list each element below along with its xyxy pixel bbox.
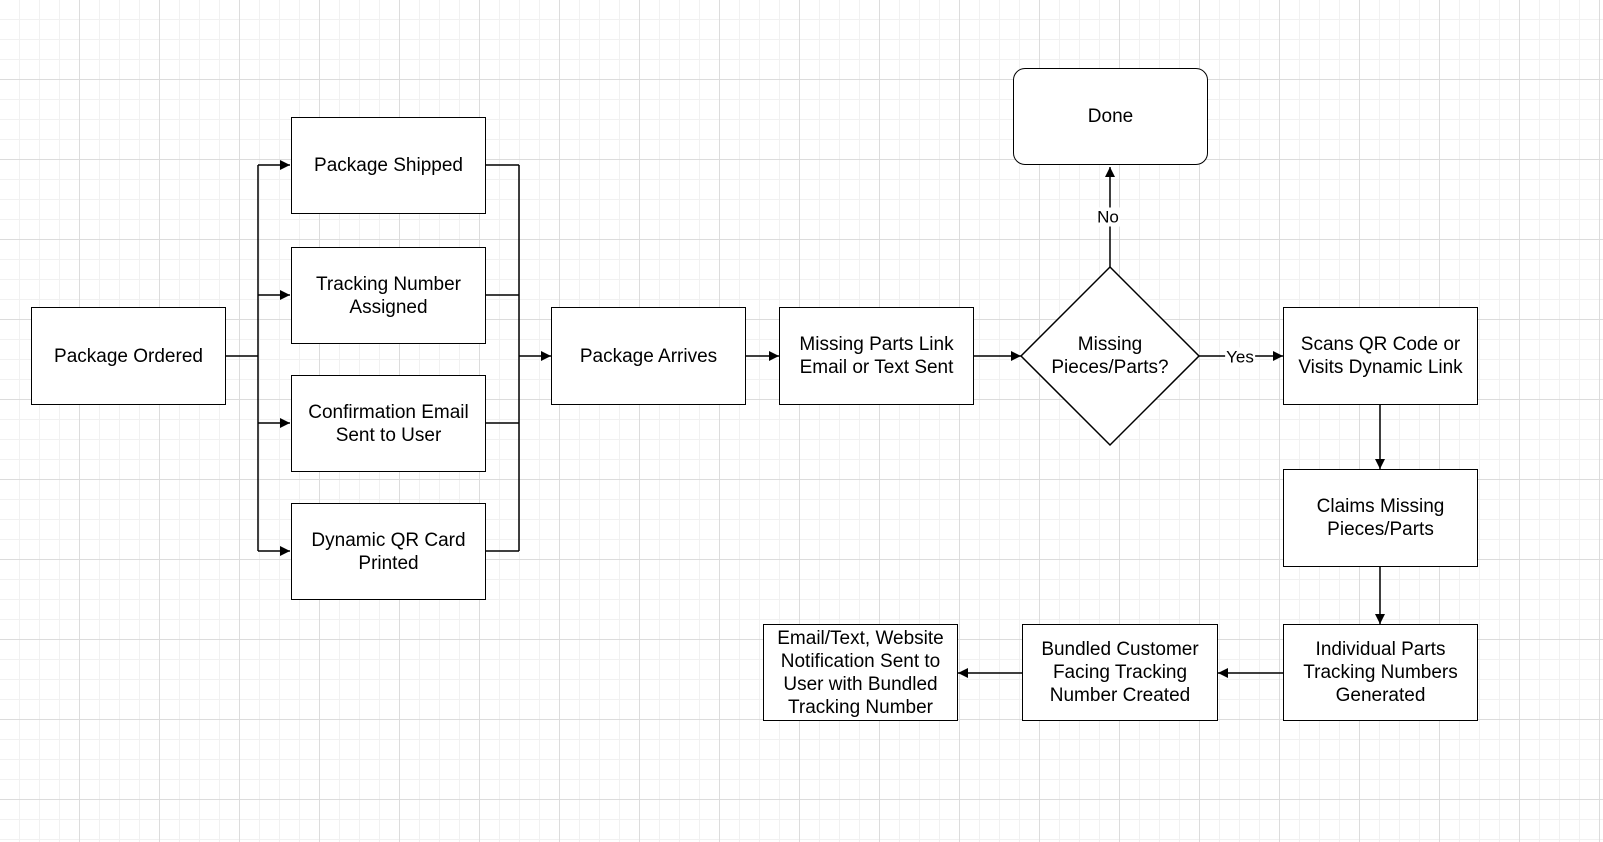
edge-label-no: No	[1096, 207, 1120, 227]
done-node: Done	[1013, 68, 1208, 165]
missing-parts-link-node: Missing Parts Link Email or Text Sent	[779, 307, 974, 405]
individual-tracking-node: Individual Parts Tracking Numbers Genera…	[1283, 624, 1478, 721]
missing-pieces-decision-label: Missing Pieces/Parts?	[1051, 334, 1169, 378]
tracking-number-assigned-label: Tracking Number Assigned	[315, 273, 461, 318]
claims-missing-label: Claims Missing Pieces/Parts	[1316, 496, 1445, 540]
package-arrives-label: Package Arrives	[579, 345, 718, 367]
package-arrives-node: Package Arrives	[551, 307, 746, 405]
done-label: Done	[1087, 106, 1134, 127]
confirmation-email-label: Confirmation Email Sent to User	[308, 401, 469, 446]
package-ordered-node: Package Ordered	[31, 307, 226, 405]
scans-qr-node: Scans QR Code or Visits Dynamic Link	[1283, 307, 1478, 405]
claims-missing-node: Claims Missing Pieces/Parts	[1283, 469, 1478, 567]
bundled-tracking-node: Bundled Customer Facing Tracking Number …	[1022, 624, 1218, 721]
edge-label-yes: Yes	[1225, 347, 1255, 367]
tracking-number-assigned-node: Tracking Number Assigned	[291, 247, 486, 344]
individual-tracking-label: Individual Parts Tracking Numbers Genera…	[1303, 639, 1458, 706]
missing-parts-link-label: Missing Parts Link Email or Text Sent	[799, 334, 954, 378]
package-shipped-node: Package Shipped	[291, 117, 486, 214]
dynamic-qr-card-node: Dynamic QR Card Printed	[291, 503, 486, 600]
dynamic-qr-card-label: Dynamic QR Card Printed	[311, 529, 466, 574]
scans-qr-label: Scans QR Code or Visits Dynamic Link	[1298, 334, 1463, 378]
notification-sent-label: Email/Text, Website Notification Sent to…	[777, 627, 944, 718]
decision-diamond-shape	[1019, 265, 1201, 447]
notification-sent-node: Email/Text, Website Notification Sent to…	[763, 624, 958, 721]
missing-pieces-decision: Missing Pieces/Parts?	[1040, 326, 1180, 386]
package-ordered-label: Package Ordered	[54, 345, 203, 367]
bundled-tracking-label: Bundled Customer Facing Tracking Number …	[1041, 639, 1199, 706]
package-shipped-label: Package Shipped	[314, 155, 463, 176]
confirmation-email-node: Confirmation Email Sent to User	[291, 375, 486, 472]
